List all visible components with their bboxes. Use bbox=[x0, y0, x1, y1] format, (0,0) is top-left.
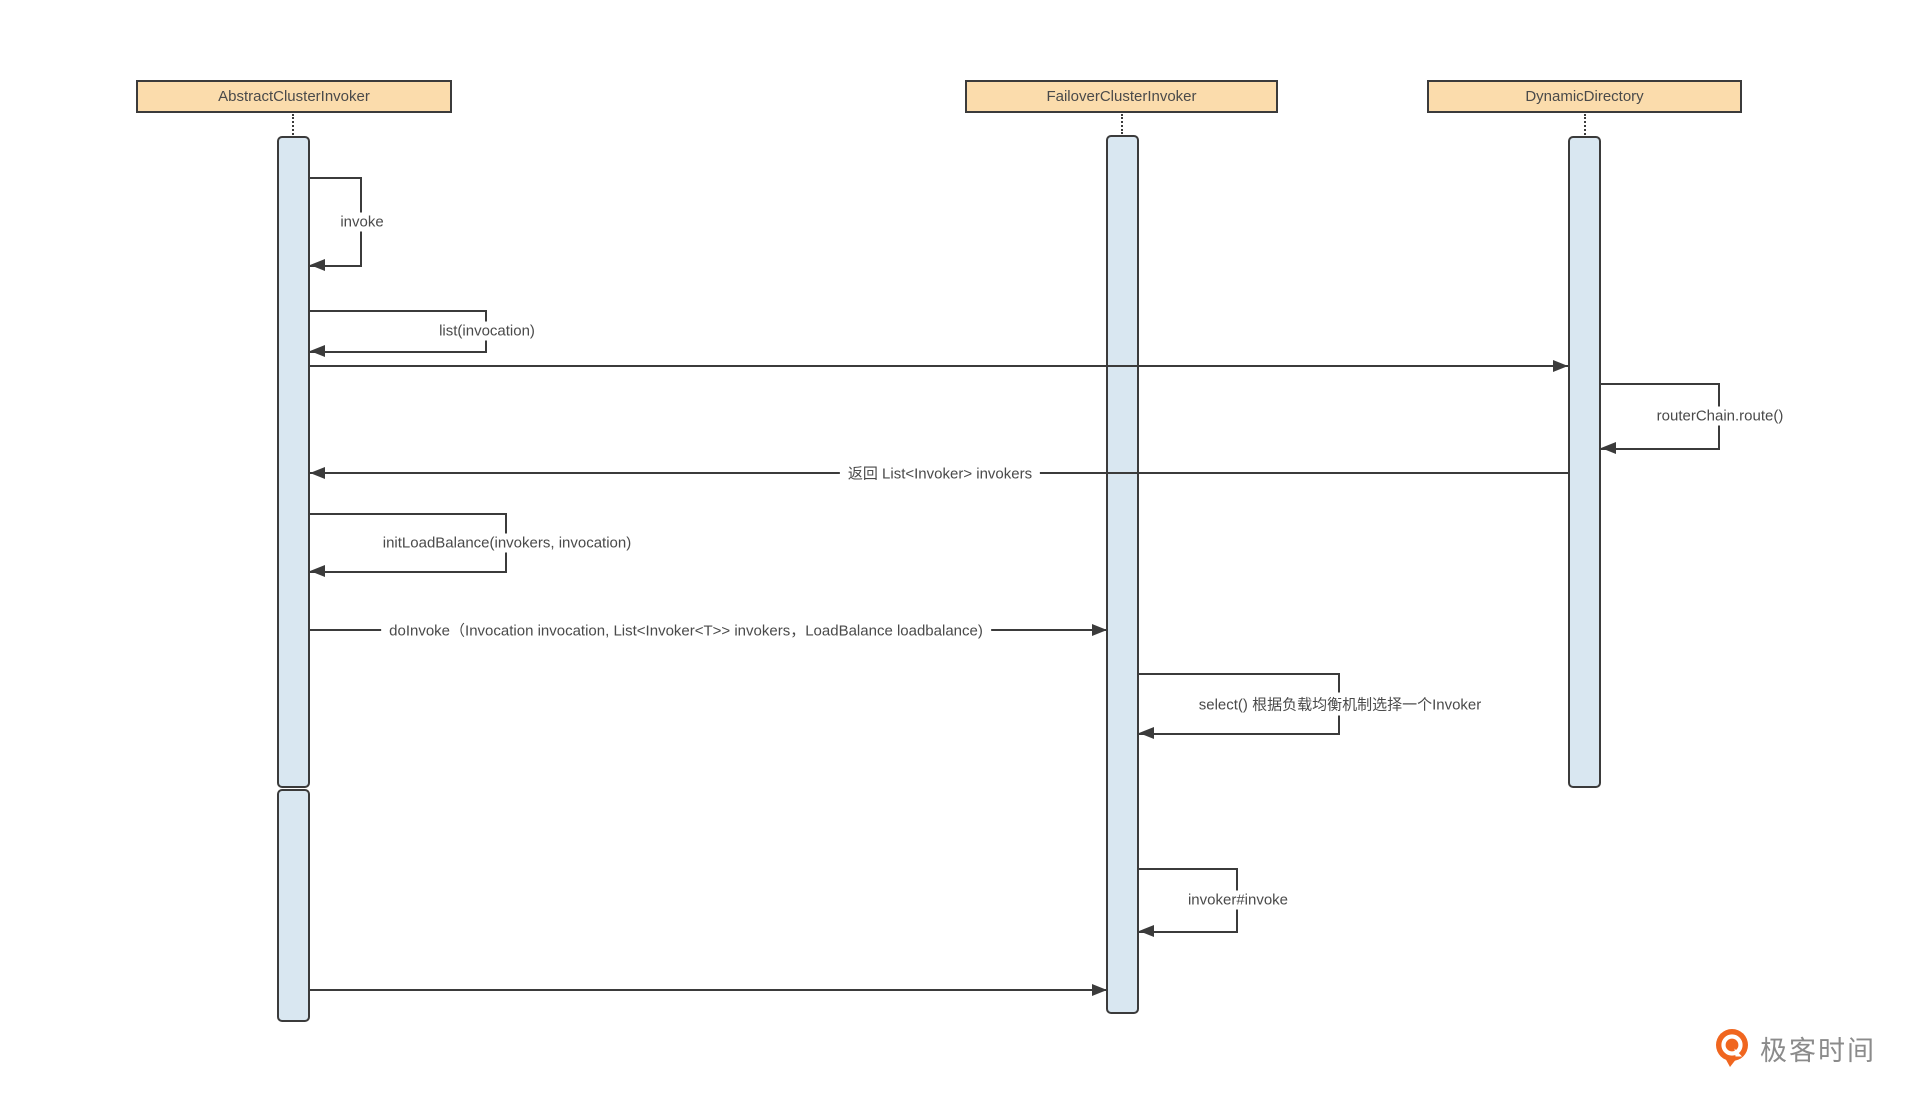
arrowhead-select bbox=[1139, 727, 1154, 739]
message-label-routerchain-route: routerChain.route() bbox=[1648, 406, 1792, 426]
message-label-invoke: invoke bbox=[332, 212, 392, 232]
arrowhead-to-dynamic-directory bbox=[1553, 360, 1568, 372]
lifeline-stub-fci bbox=[1121, 114, 1123, 134]
lifeline-stub-aci bbox=[292, 114, 294, 135]
lifeline-header-abstract-cluster-invoker: AbstractClusterInvoker bbox=[136, 80, 452, 113]
arrowhead-invoke bbox=[310, 259, 325, 271]
activation-bar-aci-2 bbox=[277, 789, 310, 1022]
message-label-select: select() 根据负载均衡机制选择一个Invoker bbox=[1190, 692, 1490, 716]
message-label-doinvoke: doInvoke（Invocation invocation, List<Inv… bbox=[381, 618, 991, 642]
lifeline-header-failover-cluster-invoker: FailoverClusterInvoker bbox=[965, 80, 1278, 113]
geektime-logo: 极客时间 bbox=[1714, 1028, 1876, 1068]
arrowhead-doinvoke bbox=[1092, 624, 1107, 636]
arrowhead-invoker-invoke bbox=[1139, 925, 1154, 937]
message-label-invoker-invoke: invoker#invoke bbox=[1179, 890, 1297, 910]
message-label-return-invokers: 返回 List<Invoker> invokers bbox=[839, 461, 1041, 485]
arrowhead-list bbox=[310, 345, 325, 357]
arrowhead-init-load-balance bbox=[310, 565, 325, 577]
activation-bar-fci bbox=[1106, 135, 1139, 1014]
arrowhead-return-invokers bbox=[310, 467, 325, 479]
message-line-to-dynamic-directory bbox=[310, 365, 1568, 367]
geektime-pin-icon bbox=[1716, 1029, 1748, 1067]
arrowhead-routerchain-route bbox=[1601, 442, 1616, 454]
activation-bar-aci-1 bbox=[277, 136, 310, 788]
lifeline-stub-dd bbox=[1584, 114, 1586, 135]
lifeline-header-dynamic-directory: DynamicDirectory bbox=[1427, 80, 1742, 113]
activation-bar-dd bbox=[1568, 136, 1601, 788]
message-line-bottom-call bbox=[310, 989, 1107, 991]
geektime-logo-text: 极客时间 bbox=[1760, 1035, 1876, 1066]
arrowhead-bottom-call bbox=[1092, 984, 1107, 996]
message-label-init-load-balance: initLoadBalance(invokers, invocation) bbox=[374, 533, 640, 553]
message-label-list: list(invocation) bbox=[431, 321, 543, 341]
